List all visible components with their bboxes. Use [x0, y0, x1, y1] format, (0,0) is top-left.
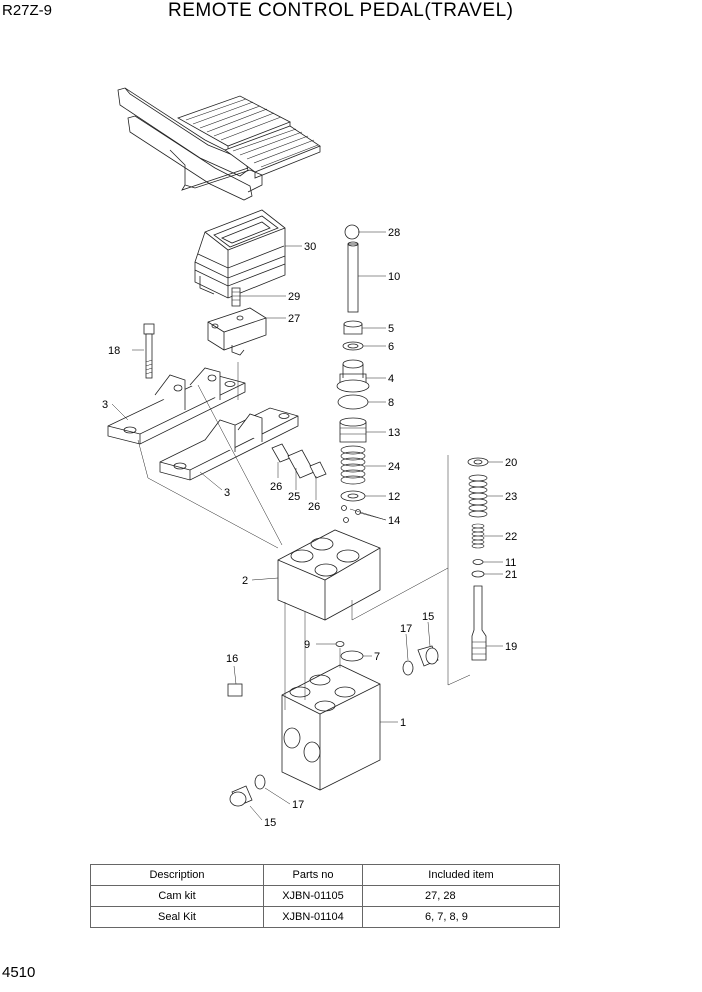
part-18-bolt — [143, 323, 155, 379]
assembly-lines — [137, 362, 471, 710]
callout-22: 22 — [505, 531, 517, 543]
table-header-row: Description Parts no Included item — [90, 864, 560, 886]
callout-11: 11 — [505, 557, 516, 569]
part-2-upper-body — [277, 529, 381, 621]
callout-6: 6 — [388, 341, 394, 353]
callout-16: 16 — [226, 653, 238, 665]
pedal-assembly — [117, 87, 321, 201]
callout-17-lower: 17 — [292, 799, 304, 811]
row-included-item: 6, 7, 8, 9 — [362, 906, 560, 928]
row-parts-no: XJBN-01104 — [263, 906, 363, 928]
row-included-item: 27, 28 — [362, 885, 560, 907]
callout-19: 19 — [505, 641, 517, 653]
callout-14: 14 — [388, 515, 400, 527]
right-spool-stack — [336, 224, 370, 523]
callout-24: 24 — [388, 461, 400, 473]
callout-20: 20 — [505, 457, 517, 469]
part-1-lower-body — [281, 664, 381, 791]
callout-3-lower: 3 — [224, 487, 230, 499]
callout-13: 13 — [388, 427, 400, 439]
part-29-pin — [231, 287, 241, 307]
callout-2: 2 — [242, 575, 248, 587]
small-fittings — [227, 641, 439, 807]
kit-parts-table: Description Parts no Included item Cam k… — [90, 864, 560, 928]
part-3-bracket-upper — [107, 367, 246, 445]
callout-18: 18 — [108, 345, 120, 357]
callout-21: 21 — [505, 569, 517, 581]
callout-25: 25 — [288, 491, 300, 503]
callout-12: 12 — [388, 491, 400, 503]
callout-15-upper: 15 — [422, 611, 434, 623]
callout-9: 9 — [304, 639, 310, 651]
table-row: Seal Kit XJBN-01104 6, 7, 8, 9 — [90, 906, 560, 928]
callout-26-left: 26 — [270, 481, 282, 493]
column-header-description: Description — [90, 864, 264, 886]
callout-7: 7 — [374, 651, 380, 663]
callout-5: 5 — [388, 323, 394, 335]
callout-leaders — [111, 231, 503, 821]
row-description: Seal Kit — [90, 906, 264, 928]
callout-17-upper: 17 — [400, 623, 412, 635]
callout-1: 1 — [400, 717, 406, 729]
table-row: Cam kit XJBN-01105 27, 28 — [90, 885, 560, 907]
callout-3-upper: 3 — [102, 399, 108, 411]
callout-29: 29 — [288, 291, 300, 303]
page-title: REMOTE CONTROL PEDAL(TRAVEL) — [168, 0, 514, 21]
exploded-parts-diagram: 28 10 30 29 27 5 6 18 4 8 3 13 24 20 23 … — [102, 87, 517, 829]
row-parts-no: XJBN-01105 — [263, 885, 363, 907]
column-header-parts-no: Parts no — [263, 864, 363, 886]
callout-8: 8 — [388, 397, 394, 409]
callout-30: 30 — [304, 241, 316, 253]
row-description: Cam kit — [90, 885, 264, 907]
callout-15-lower: 15 — [264, 817, 276, 829]
callout-28: 28 — [388, 227, 400, 239]
part-30-boot — [194, 209, 286, 299]
part-27-cam — [207, 307, 267, 356]
callout-labels: 28 10 30 29 27 5 6 18 4 8 3 13 24 20 23 … — [102, 227, 517, 829]
callout-4: 4 — [388, 373, 394, 385]
part-25-26-pins — [271, 443, 327, 479]
callout-27: 27 — [288, 313, 300, 325]
column-header-included-item: Included item — [362, 864, 560, 886]
callout-23: 23 — [505, 491, 517, 503]
page-number: 4510 — [2, 964, 36, 981]
callout-26-right: 26 — [308, 501, 320, 513]
far-right-spool-stack — [467, 457, 489, 661]
callout-10: 10 — [388, 271, 400, 283]
model-code: R27Z-9 — [2, 2, 53, 19]
